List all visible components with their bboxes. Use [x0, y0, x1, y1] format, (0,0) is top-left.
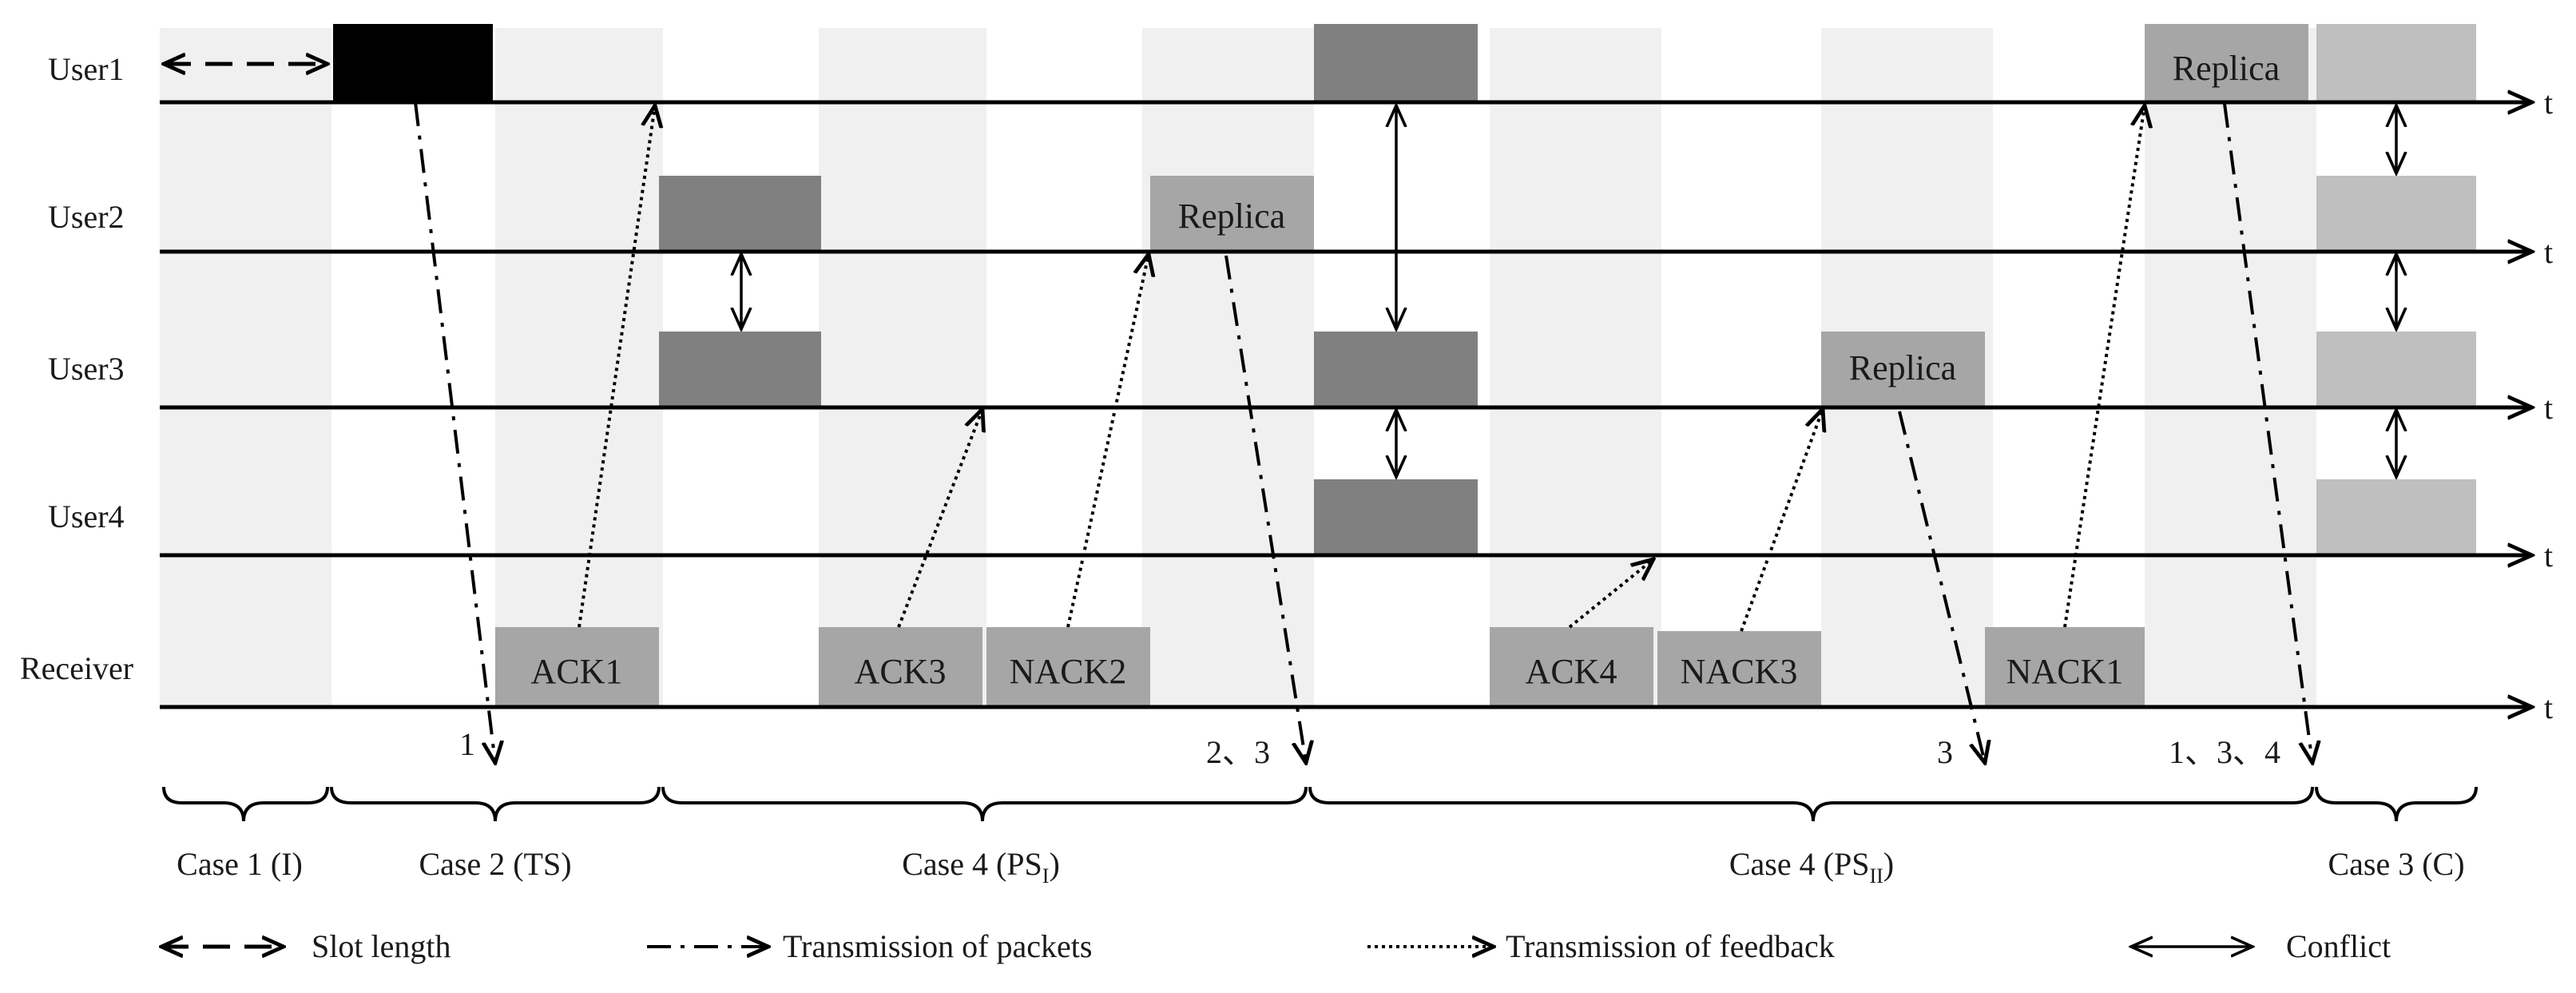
conflict-arrows [741, 105, 2396, 477]
slot-column [1142, 28, 1314, 707]
user2-packet-slot2 [659, 176, 821, 252]
case4a-brace [661, 786, 1308, 822]
ack3-box [819, 627, 982, 707]
arrival-label: 1 [459, 726, 475, 762]
case4b-brace [1308, 786, 2314, 822]
case3-label: Case 3 (C) [2328, 846, 2464, 882]
nack3-box [1657, 631, 1821, 707]
receiver-label: Receiver [20, 650, 133, 686]
user2-packet-slot7 [2316, 176, 2476, 252]
packet-transmission-arrow [414, 101, 495, 763]
packet-transmissions [414, 101, 2312, 763]
ack4-box [1490, 627, 1653, 707]
user1-packet-slot1 [333, 24, 493, 102]
feedback-transmission-arrow [578, 105, 655, 628]
user3-packet-slot7 [2316, 332, 2476, 407]
user3-label: User3 [48, 351, 125, 387]
user1-replica-box [2145, 24, 2308, 102]
arrival-label: 3 [1937, 734, 1953, 770]
user3-t-label: t [2544, 390, 2553, 426]
slot-columns [160, 28, 2316, 707]
packet-boxes [333, 24, 2476, 707]
packet-transmission-arrow [1224, 255, 1306, 763]
user1-t-label: t [2544, 85, 2553, 121]
case3-brace [2315, 786, 2478, 822]
legend-packet-label: Transmission of packets [783, 928, 1092, 964]
user4-t-label: t [2544, 538, 2553, 574]
feedback-transmission-arrow [1740, 409, 1823, 632]
case1-label: Case 1 (I) [177, 846, 303, 882]
nack1-box [1985, 627, 2145, 707]
user4-label: User4 [48, 498, 125, 534]
user3-replica-box [1821, 332, 1985, 407]
receiver-t-label: t [2544, 689, 2553, 725]
user1-replica-label: Replica [2173, 49, 2280, 88]
feedback-transmission-arrow [897, 409, 982, 628]
user1-label: User1 [48, 51, 125, 87]
case-braces [162, 786, 2478, 822]
case2-brace [330, 786, 661, 822]
ack1-label: ACK1 [531, 652, 623, 691]
ack3-label: ACK3 [855, 652, 947, 691]
nack2-box [986, 627, 1150, 707]
legend-conflict-label: Conflict [2286, 928, 2391, 964]
slot-column [495, 28, 663, 707]
case2-label: Case 2 (TS) [419, 846, 571, 882]
nack1-label: NACK1 [2006, 652, 2124, 691]
case4b-label: Case 4 (PSII) [1729, 846, 1894, 888]
packet-transmission-arrow [1898, 411, 1985, 763]
user1-packet-slot4 [1314, 24, 1478, 102]
user2-replica-label: Replica [1178, 197, 1285, 236]
feedback-transmission-arrow [1066, 254, 1149, 628]
ack1-box [495, 627, 659, 707]
slot-column [1490, 28, 1661, 707]
user1-packet-slot7 [2316, 24, 2476, 102]
ack4-label: ACK4 [1526, 652, 1617, 691]
user2-label: User2 [48, 199, 125, 235]
nack2-label: NACK2 [1010, 652, 1127, 691]
user3-packet-slot4 [1314, 332, 1478, 407]
packet-transmission-arrow [2223, 103, 2312, 763]
nack3-label: NACK3 [1681, 652, 1798, 691]
case4a-label: Case 4 (PSI) [902, 846, 1060, 888]
user2-replica-box [1150, 176, 1314, 252]
feedback-transmissions [578, 105, 2145, 632]
user4-packet-slot4 [1314, 479, 1478, 555]
slot-column [819, 28, 986, 707]
user4-packet-slot7 [2316, 479, 2476, 555]
slot-column [160, 28, 331, 707]
feedback-transmission-arrow [2063, 105, 2145, 628]
user3-replica-label: Replica [1849, 348, 1956, 387]
case1-brace [162, 786, 329, 822]
legend-slot-length-label: Slot length [312, 928, 451, 964]
user2-t-label: t [2544, 234, 2553, 270]
legend-feedback-label: Transmission of feedback [1506, 928, 1835, 964]
arrival-label: 2、3 [1206, 734, 1270, 770]
slot-column [2145, 28, 2316, 707]
arrival-label: 1、3、4 [2169, 734, 2280, 770]
user3-packet-slot2 [659, 332, 821, 407]
legend: Slot length Transmission of packets Tran… [161, 928, 2391, 964]
